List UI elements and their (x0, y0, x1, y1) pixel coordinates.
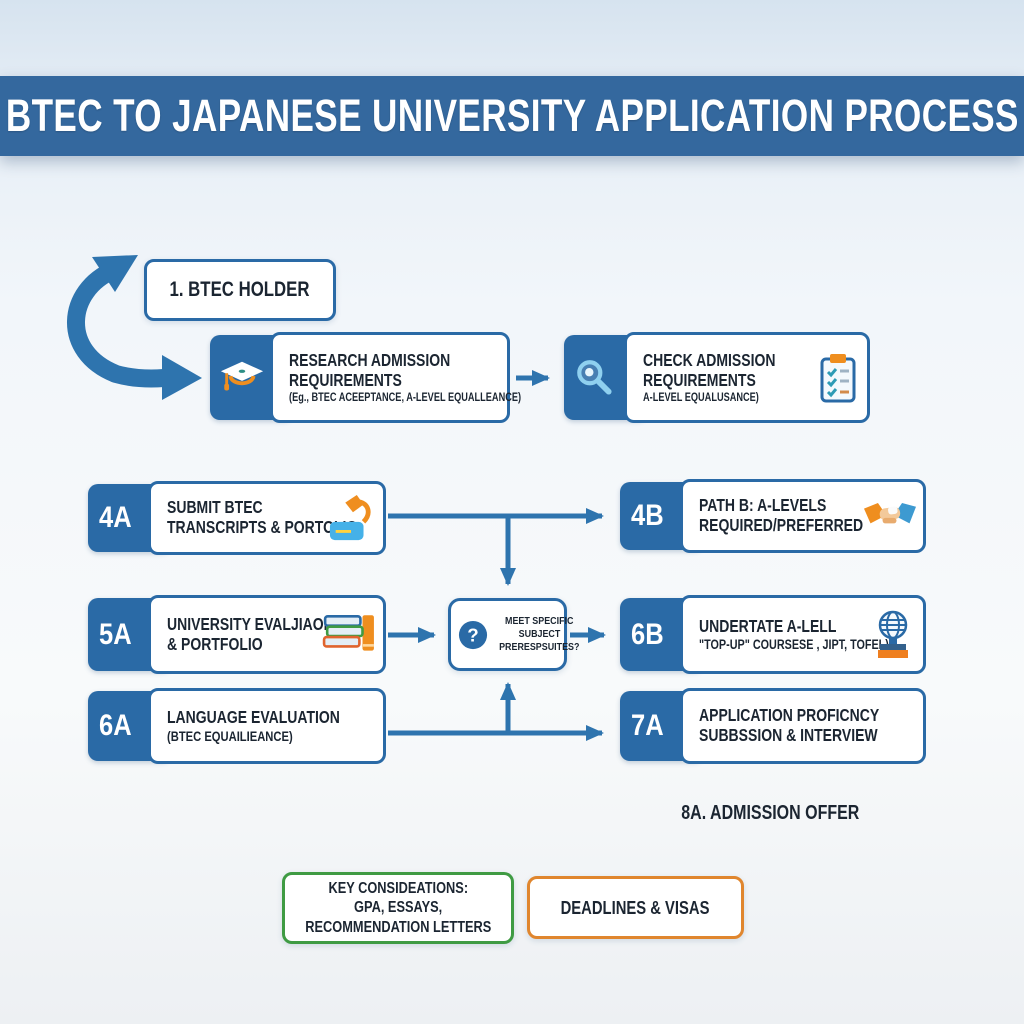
btec-holder-label: 1. BTEC HOLDER (169, 278, 310, 301)
node-8a-label-wrap: 8A. ADMISSION OFFER (610, 802, 930, 825)
question-glyph: ? (467, 624, 478, 645)
node-check-admission: CHECK ADMISSION REQUIREMENTS A-LEVEL EQU… (564, 332, 870, 423)
node-6a: 6A LANGUAGE EVALUATION (BTEC EQUAILIEANC… (88, 688, 386, 764)
research-note: (Eg., BTEC ACEEPTANCE, A-LEVEL EQUALLEAN… (289, 391, 522, 404)
node-4a: 4A SUBMIT BTEC TRANSCRIPTS & PORTOLIO (88, 481, 386, 555)
node-5a-line2: & PORTFOLIO (167, 633, 263, 654)
header-banner: BTEC TO JAPANESE UNIVERSITY APPLICATION … (0, 76, 1024, 156)
books-icon (322, 613, 376, 657)
key-considerations-line2: GPA, ESSAYS, (353, 899, 443, 917)
node-6b: 6B UNDERTATE A-LELL "TOP-UP" COURSESE , … (620, 595, 926, 674)
decision-line1: MEET SPECIFIC (505, 614, 574, 627)
node-4a-line2: TRANSCRIPTS & PORTOLIO (167, 517, 358, 537)
node-4b: 4B PATH B: A-LEVELS REQUIRED/PREFERRED (620, 479, 926, 553)
admission-offer-label: 8A. ADMISSION OFFER (680, 802, 860, 824)
key-considerations-line1: KEY CONSIDEATIONS: (328, 879, 468, 897)
lamp-card-icon (328, 493, 376, 543)
deadlines-visas-box: DEADLINES & VISAS (527, 876, 744, 939)
node-decision: ? MEET SPECIFIC SUBJECT PRERESPSUITES? (448, 598, 579, 671)
key-considerations-line3: RECOMMENDATION LETTERS (304, 918, 492, 936)
research-title-line1: RESEARCH ADMISSION (289, 350, 451, 371)
check-title-line1: CHECK ADMISSION (643, 350, 776, 371)
check-note: A-LEVEL EQUALUSANCE) (643, 391, 759, 404)
node-4b-line2: REQUIRED/PREFERRED (699, 515, 864, 535)
node-5a-line1: UNIVERSITY EVALJIAON (167, 613, 334, 634)
magnifier-icon (564, 357, 615, 399)
decision-line3: PRERESPSUITES? (499, 641, 580, 654)
node-5a: 5A UNIVERSITY EVALJIAON & PORTFOLIO (88, 595, 386, 674)
badge-6b-label: 6B (631, 617, 664, 651)
check-title-line2: REQUIREMENTS (643, 370, 756, 390)
graduation-cap-icon (210, 357, 265, 399)
node-7a: 7A APPLICATION PROFICNCY SUBBSSION & INT… (620, 688, 926, 764)
node-6a-line1: LANGUAGE EVALUATION (167, 706, 340, 727)
node-7a-line1: APPLICATION PROFICNCY (699, 705, 880, 726)
research-title-line2: REQUIREMENTS (289, 370, 402, 390)
deadlines-visas-label: DEADLINES & VISAS (561, 896, 710, 918)
node-6a-line2: (BTEC EQUAILIEANCE) (167, 728, 293, 745)
node-research-admission: RESEARCH ADMISSION REQUIREMENTS (Eg., BT… (210, 332, 521, 423)
badge-4a-label: 4A (99, 501, 132, 534)
badge-6a-label: 6A (99, 709, 132, 742)
node-7a-line2: SUBBSSION & INTERVIEW (699, 725, 878, 745)
page-title: BTEC TO JAPANESE UNIVERSITY APPLICATION … (5, 90, 1019, 141)
handshake-icon (864, 498, 916, 534)
node-btec-holder: 1. BTEC HOLDER (144, 259, 336, 321)
node-4a-line1: SUBMIT BTEC (167, 497, 263, 518)
badge-5a-label: 5A (99, 617, 132, 651)
badge-7a-label: 7A (631, 709, 664, 742)
node-6b-line2: "TOP-UP" COURSESE , JIPT, TOFEL) (699, 636, 889, 652)
node-4b-line1: PATH B: A-LEVELS (699, 495, 827, 516)
question-icon: ? (458, 620, 488, 650)
badge-4b-label: 4B (631, 499, 664, 532)
clipboard-icon (816, 351, 860, 405)
node-6b-line1: UNDERTATE A-LELL (699, 615, 837, 636)
key-considerations-box: KEY CONSIDEATIONS: GPA, ESSAYS, RECOMMEN… (282, 872, 514, 944)
decision-line2: SUBJECT (518, 627, 561, 640)
globe-stand-icon (870, 610, 916, 660)
